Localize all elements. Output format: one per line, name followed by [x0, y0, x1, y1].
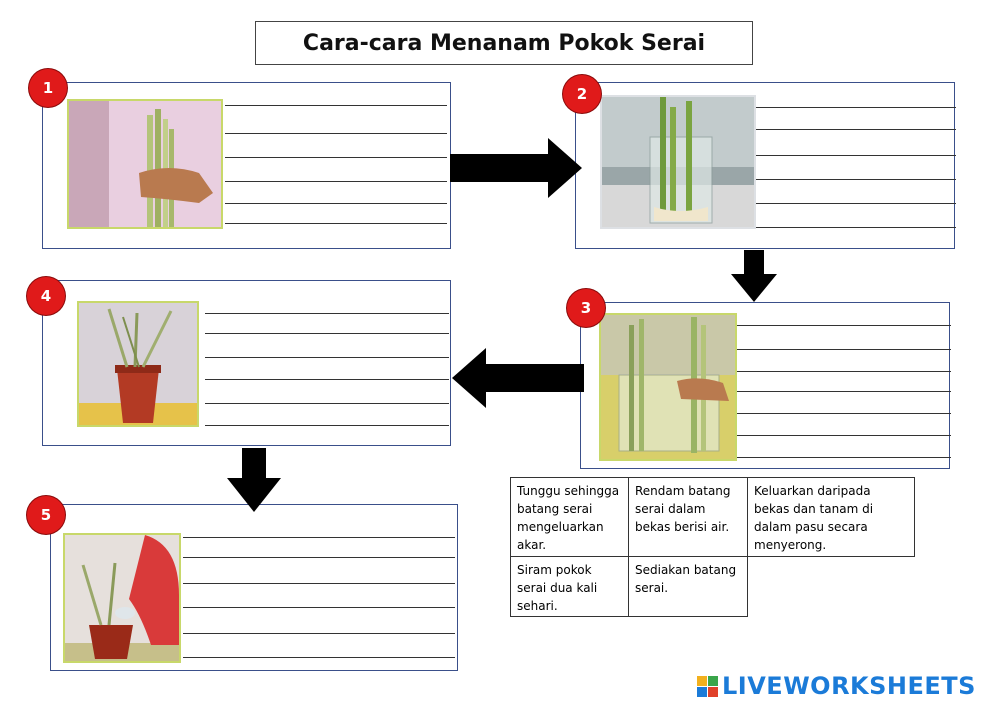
- step-4-writing-lines[interactable]: [205, 313, 449, 426]
- step-2-photo: [600, 95, 756, 229]
- liveworksheets-logo: LIVEWORKSHEETS: [697, 672, 976, 700]
- step-5-photo: [63, 533, 181, 663]
- step-5-number-badge: 5: [27, 496, 65, 534]
- page-title: Cara-cara Menanam Pokok Serai: [255, 21, 753, 65]
- answer-card[interactable]: Keluarkan daripada bekas dan tanam di da…: [747, 477, 915, 557]
- step-1-writing-lines[interactable]: [225, 105, 447, 225]
- brand-name: LIVEWORKSHEETS: [722, 672, 976, 700]
- step-4-box: [42, 280, 451, 446]
- arrow-right-icon: [450, 138, 582, 198]
- step-3-photo: [599, 313, 737, 461]
- step-4-photo: [77, 301, 199, 427]
- step-3-box: [580, 302, 951, 469]
- answer-card[interactable]: Siram pokok serai dua kali sehari.: [510, 556, 629, 617]
- answer-card[interactable]: Tunggu sehingga batang serai mengeluarka…: [510, 477, 629, 557]
- answer-card[interactable]: Sediakan batang serai.: [628, 556, 748, 617]
- step-1-photo: [67, 99, 223, 229]
- arrow-left-icon: [452, 348, 584, 408]
- step-3-number-badge: 3: [567, 289, 605, 327]
- step-3-writing-lines[interactable]: [737, 325, 951, 461]
- answer-card[interactable]: Rendam batang serai dalam bekas berisi a…: [628, 477, 748, 557]
- step-5-box: [50, 504, 458, 671]
- step-2-writing-lines[interactable]: [756, 107, 956, 231]
- step-2-box: [575, 82, 956, 249]
- step-2-number-badge: 2: [563, 75, 601, 113]
- step-1-number-badge: 1: [29, 69, 67, 107]
- arrow-down-icon: [731, 250, 777, 302]
- step-5-writing-lines[interactable]: [183, 537, 455, 658]
- step-1-box: [42, 82, 451, 249]
- logo-icon: [697, 675, 718, 697]
- step-4-number-badge: 4: [27, 277, 65, 315]
- arrow-down-icon: [227, 448, 281, 512]
